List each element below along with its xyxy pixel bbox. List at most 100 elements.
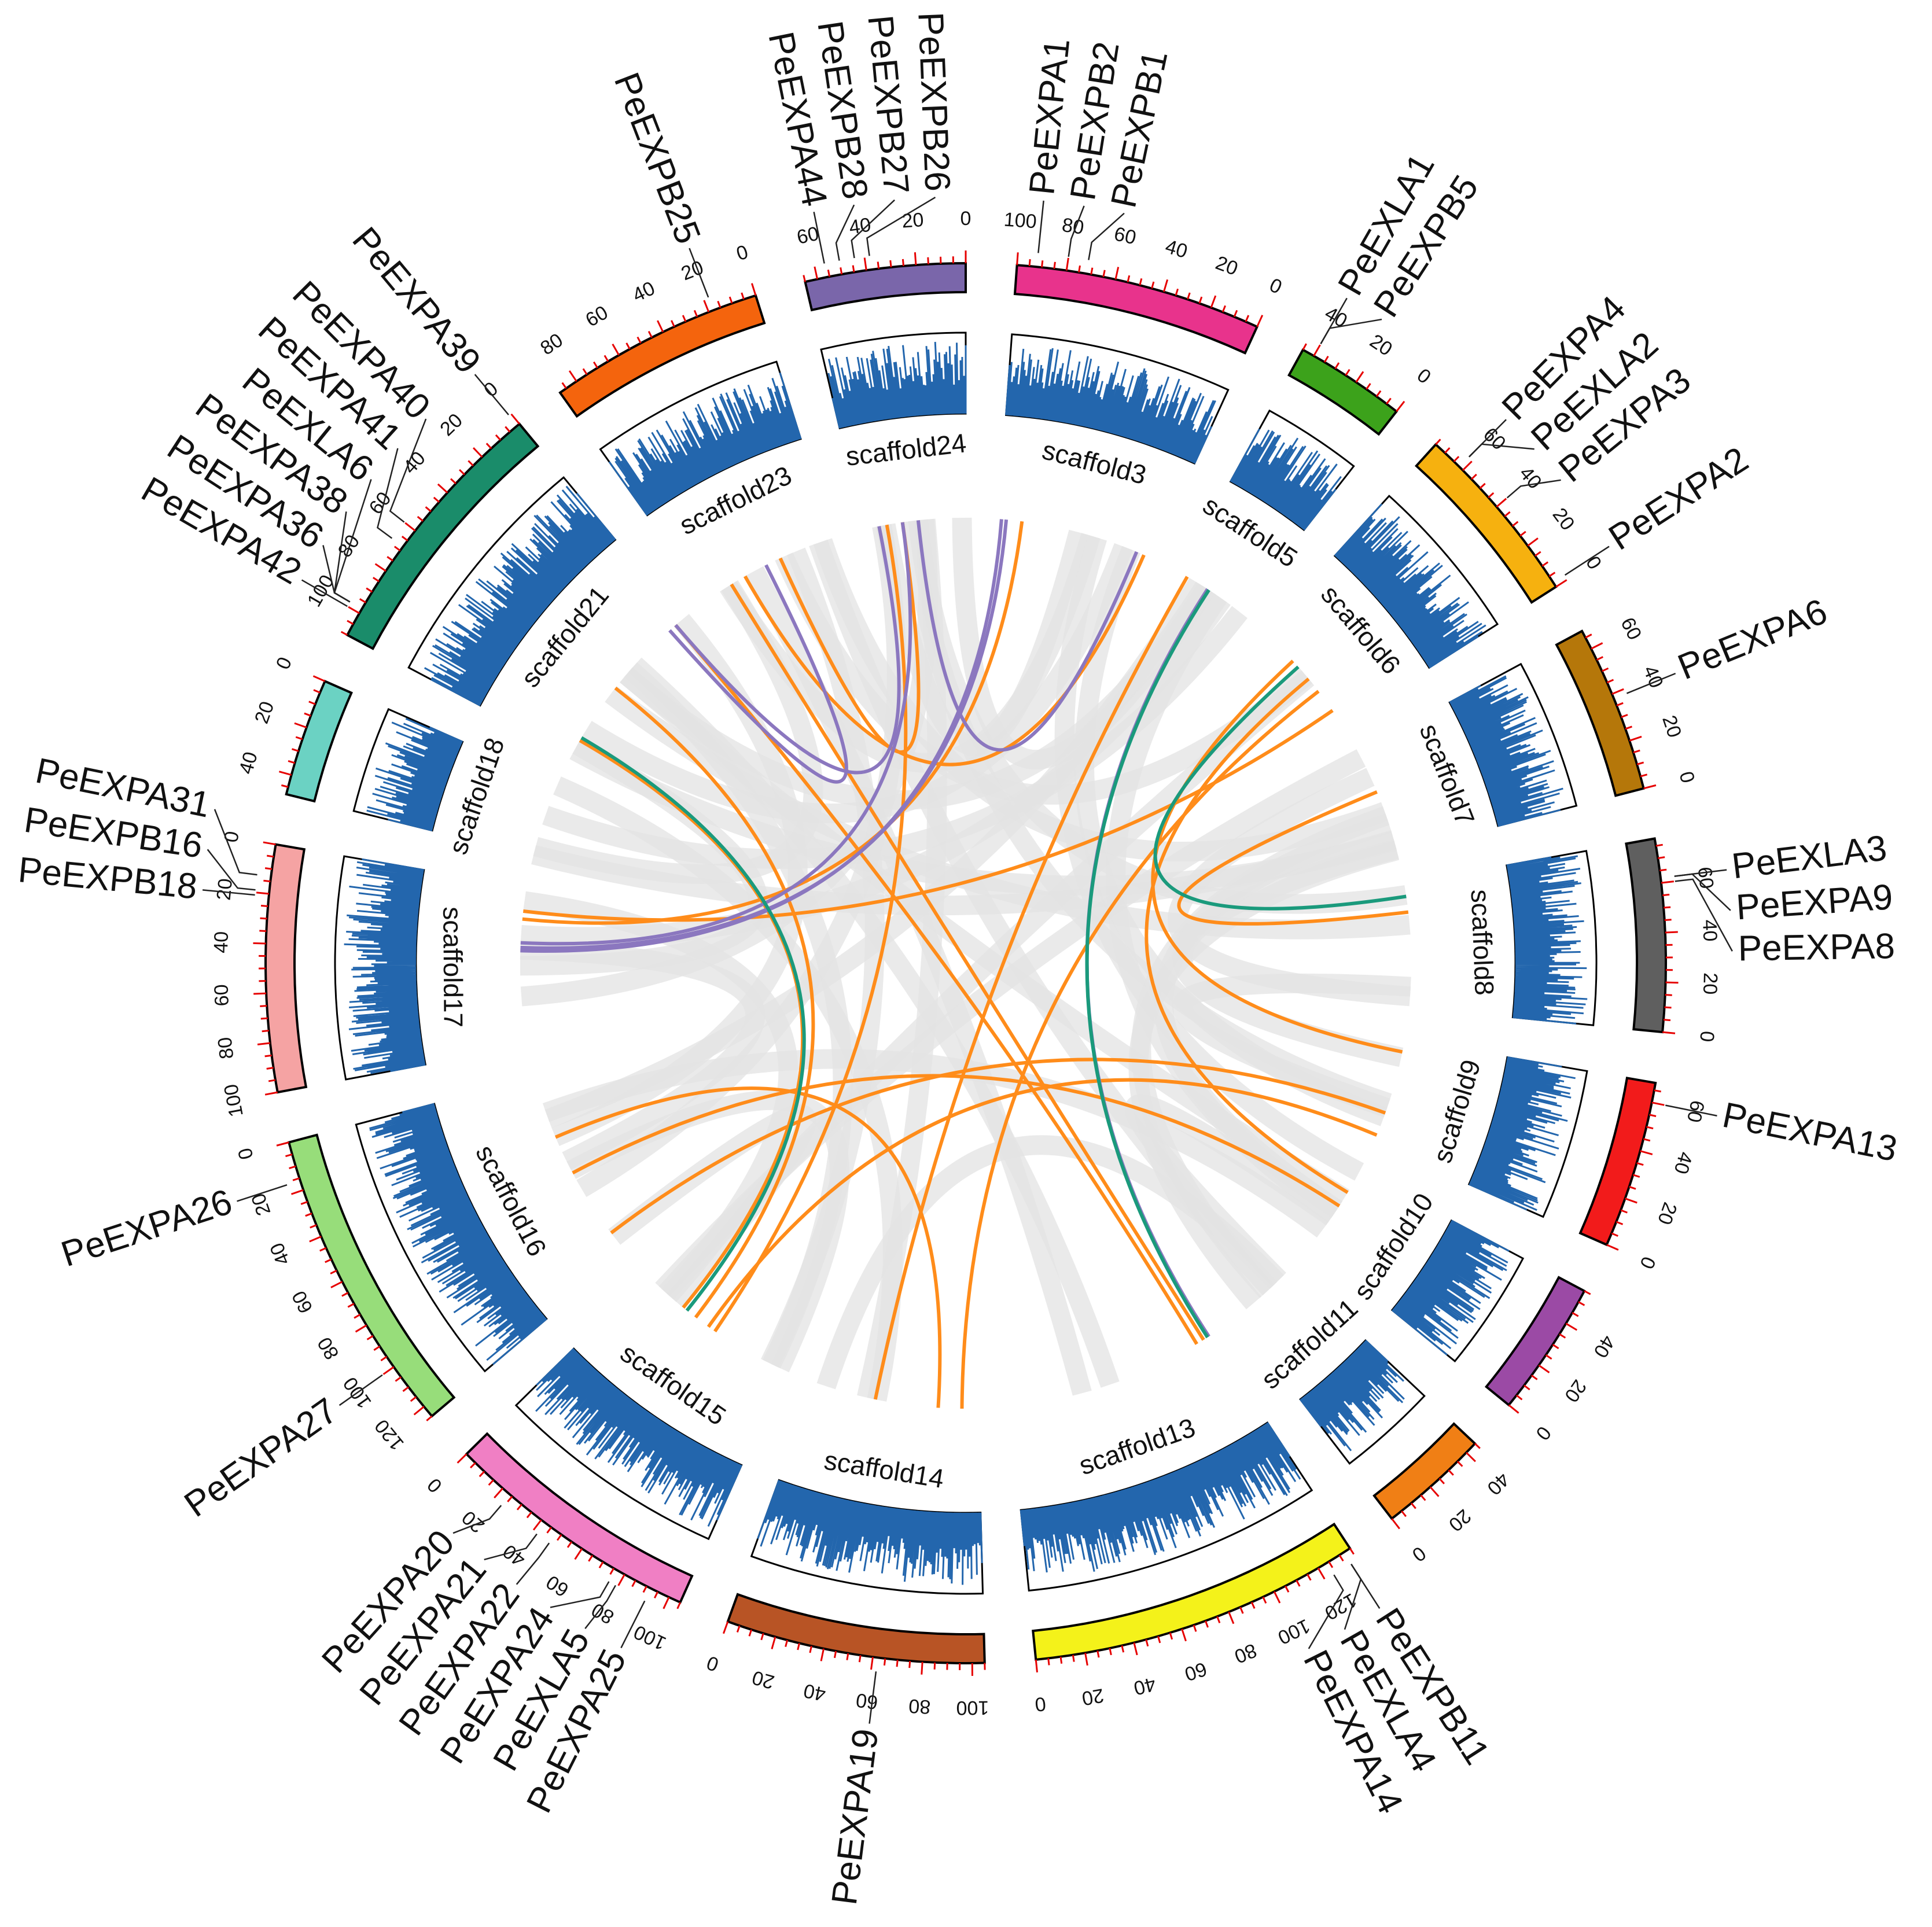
axis-tick [495, 434, 502, 441]
axis-tick [631, 1580, 636, 1587]
axis-tick [253, 942, 266, 945]
gene-label: PeEXPA19 [825, 1727, 886, 1907]
gene-label: PeEXLA3 [1729, 828, 1889, 886]
axis-tick [741, 292, 745, 300]
tick-label: 0 [1408, 1542, 1430, 1566]
axis-tick [330, 1281, 343, 1288]
axis-tick [1572, 1311, 1579, 1317]
axis-tick [1273, 1591, 1281, 1604]
axis-tick [330, 1269, 337, 1274]
tick-label: 0 [734, 241, 750, 265]
green-link [580, 736, 806, 1312]
chromosome-band [1372, 1422, 1477, 1520]
tick-label: 40 [848, 213, 873, 238]
axis-tick [1658, 856, 1665, 859]
axis-tick [285, 1153, 293, 1158]
axis-tick [253, 992, 267, 995]
axis-tick [625, 342, 631, 350]
axis-tick [1534, 551, 1541, 557]
axis-tick [1121, 1645, 1125, 1653]
axis-tick [264, 1091, 278, 1096]
axis-tick [736, 1625, 741, 1633]
gene-leader-line [1308, 1574, 1344, 1649]
gene-leader-line [1469, 443, 1534, 458]
gene-leader-line [689, 248, 709, 298]
axis-tick [1016, 252, 1019, 266]
background-link [1172, 839, 1404, 1067]
gene-leader-line [214, 809, 257, 876]
axis-tick [292, 1177, 300, 1181]
axis-tick [1632, 1174, 1640, 1178]
axis-tick [1127, 275, 1131, 283]
gene-leader-line [869, 1671, 877, 1724]
gene-density-histogram [424, 485, 616, 706]
axis-tick [1285, 1585, 1290, 1593]
tick-label: 0 [961, 208, 971, 230]
axis-tick [264, 1054, 272, 1058]
axis-tick [1488, 492, 1495, 499]
axis-tick [1096, 1650, 1100, 1658]
tick-label: 60 [582, 301, 612, 331]
axis-tick [820, 1648, 825, 1661]
axis-tick [1602, 667, 1609, 672]
axis-tick [1420, 1494, 1426, 1501]
axis-tick [785, 1639, 789, 1648]
axis-tick [693, 310, 698, 318]
axis-tick [1193, 1624, 1197, 1632]
chromosome-band [1578, 1077, 1657, 1247]
axis-tick [1625, 725, 1632, 730]
segmental-link [730, 583, 1205, 1341]
gene-density-histogram [1005, 348, 1216, 464]
axis-tick [1519, 530, 1526, 537]
gene-leader-line [550, 1581, 610, 1608]
axis-tick [1396, 400, 1405, 412]
axis-tick [703, 300, 710, 313]
chromosome-band [345, 422, 540, 650]
purple-link [674, 526, 901, 775]
axis-tick [1345, 369, 1350, 376]
axis-tick [1479, 482, 1486, 489]
segmental-link [1145, 677, 1349, 1194]
gene-label: PeEXPA26 [56, 1182, 237, 1275]
gene-leader-line [1564, 546, 1610, 576]
axis-tick [393, 546, 401, 551]
gene-leader-line [1088, 212, 1125, 260]
axis-tick [256, 891, 270, 895]
chromosome-band [1484, 1276, 1586, 1407]
tick-label: 0 [1532, 1422, 1555, 1445]
tick-label: 0 [1266, 274, 1285, 299]
axis-tick [470, 1462, 476, 1469]
axis-tick [1059, 1656, 1063, 1664]
axis-tick [827, 270, 831, 277]
tick-label: 20 [1548, 504, 1579, 535]
axis-tick [510, 413, 520, 425]
axis-tick [1210, 295, 1217, 308]
axis-tick [1065, 257, 1069, 271]
axis-tick [257, 1042, 271, 1045]
tick-label: 60 [1616, 614, 1646, 643]
axis-tick [1633, 749, 1640, 754]
axis-tick [1317, 1567, 1326, 1580]
axis-tick [568, 370, 577, 382]
gene-density-histogram [1020, 1422, 1301, 1573]
tick-label: 0 [423, 1473, 446, 1497]
gene-density-histogram [1469, 1056, 1576, 1211]
tick-label: 100 [220, 1082, 248, 1119]
axis-tick [1516, 1394, 1523, 1401]
chromosome-band [465, 1432, 694, 1604]
gene-leader-line [301, 579, 348, 607]
axis-tick [437, 483, 448, 493]
segmental-link [713, 524, 908, 1333]
axis-tick [1109, 1648, 1112, 1656]
axis-tick [603, 355, 609, 362]
segmental-link [554, 1086, 942, 1408]
axis-tick [1664, 1006, 1672, 1009]
axis-tick [1616, 702, 1624, 706]
axis-tick [1355, 371, 1364, 383]
purple-link [668, 564, 848, 784]
axis-tick [1296, 1579, 1301, 1587]
axis-tick [1072, 1655, 1075, 1662]
axis-tick [1636, 761, 1644, 765]
